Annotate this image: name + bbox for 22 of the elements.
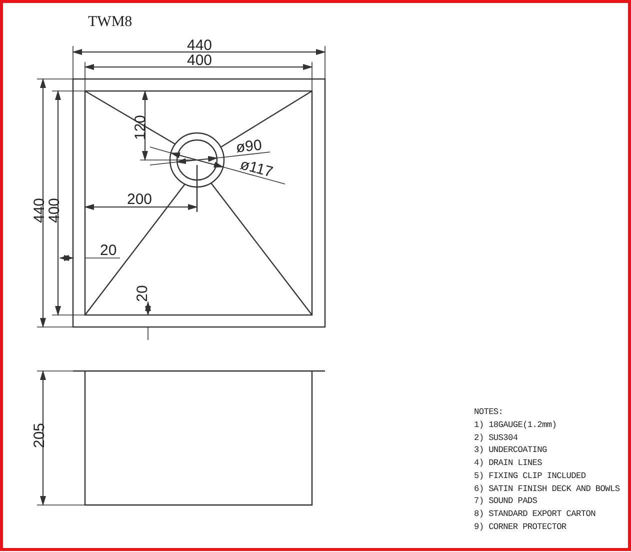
dimension-text: 400 [47, 198, 62, 224]
dimension-text: 200 [127, 192, 152, 207]
dimension-text: 440 [187, 38, 212, 53]
note-text: 1) 18GAUGE(1.2mm) [474, 421, 557, 430]
drawing-title: TWM8 [88, 14, 132, 31]
dimension-text: 400 [187, 53, 212, 68]
note-text: 5) FIXING CLIP INCLUDED [474, 472, 586, 480]
note-text: 4) DRAIN LINES [474, 459, 542, 468]
note-text: 9) CORNER PROTECTOR [474, 522, 566, 532]
dimension-text: 20 [100, 243, 117, 258]
dimension-text: 20 [134, 285, 150, 302]
note-text: 6) SATIN FINISH DECK AND BOWLS [474, 484, 620, 494]
note-text: 2) SUS304 [474, 434, 518, 442]
note-text: 3) UNDERCOATING [474, 446, 547, 455]
dimension-text: 440 [32, 198, 48, 224]
dimension-text: ø90 [235, 138, 263, 156]
notes-heading: NOTES: [474, 408, 504, 417]
dimension-text: 205 [32, 422, 48, 448]
dimension-text: 120 [133, 114, 148, 140]
dimension-text: ø117 [238, 156, 274, 180]
note-text: 8) STANDARD EXPORT CARTON [474, 510, 596, 518]
note-text: 7) SOUND PADS [474, 497, 538, 506]
